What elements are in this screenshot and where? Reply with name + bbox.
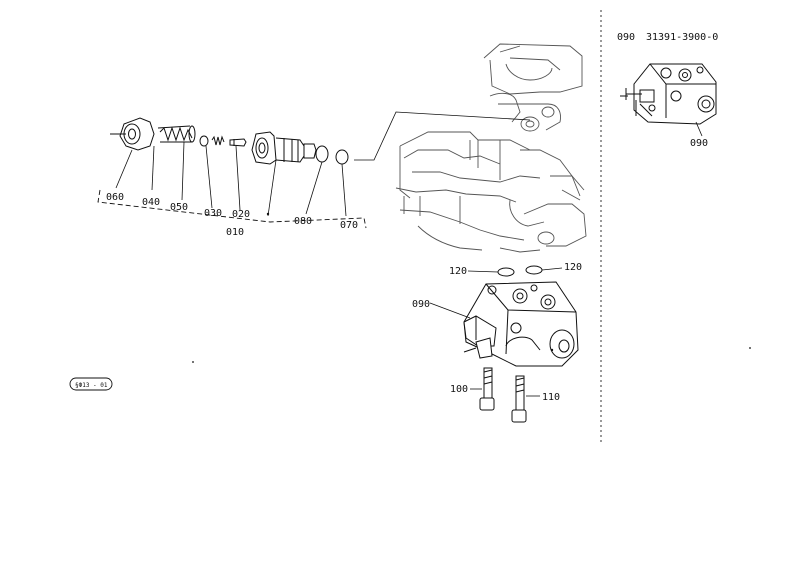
part-110-bolt xyxy=(511,375,527,423)
page-code-stamp: §Ф13 - 01 xyxy=(69,377,113,391)
callout-030: 030 xyxy=(204,208,222,219)
reference-inset: 090 31391-3900-0 090 xyxy=(617,32,718,149)
spool-group: 060 040 050 030 020 080 070 010 xyxy=(97,117,367,238)
part-120-seal-left xyxy=(497,267,515,277)
housing-outline xyxy=(395,43,587,253)
callout-070: 070 xyxy=(340,220,358,231)
callout-060: 060 xyxy=(106,192,124,203)
reference-callout: 090 xyxy=(690,138,708,149)
part-100-bolt xyxy=(479,367,495,411)
callout-080: 080 xyxy=(294,216,312,227)
part-060-nut xyxy=(110,117,155,151)
part-080-washer xyxy=(315,145,329,163)
callout-100: 100 xyxy=(450,384,468,395)
part-050-washer xyxy=(199,135,209,147)
valve-block-group: 120 120 090 xyxy=(412,262,582,423)
callout-090: 090 xyxy=(412,299,430,310)
part-120-seal-right xyxy=(525,265,543,275)
reference-part-number: 31391-3900-0 xyxy=(646,32,718,43)
part-090-valve-body xyxy=(429,281,579,367)
callout-040: 040 xyxy=(142,197,160,208)
assembly-bracket xyxy=(97,189,367,229)
part-spool-body xyxy=(251,131,317,165)
reference-part-no: 090 xyxy=(617,32,635,43)
callout-120-left: 120 xyxy=(449,266,467,277)
callout-010: 010 xyxy=(226,227,244,238)
spool-to-housing-leader xyxy=(354,111,531,161)
callout-050: 050 xyxy=(170,202,188,213)
callout-110: 110 xyxy=(542,392,560,403)
callout-120-right: 120 xyxy=(564,262,582,273)
part-020-pin xyxy=(229,138,247,147)
page-code: §Ф13 - 01 xyxy=(75,382,108,389)
part-040-spring xyxy=(157,125,196,143)
reference-valve-body xyxy=(620,63,717,125)
part-070-oring xyxy=(335,149,349,165)
callout-020: 020 xyxy=(232,209,250,220)
part-030-spring xyxy=(211,135,225,146)
